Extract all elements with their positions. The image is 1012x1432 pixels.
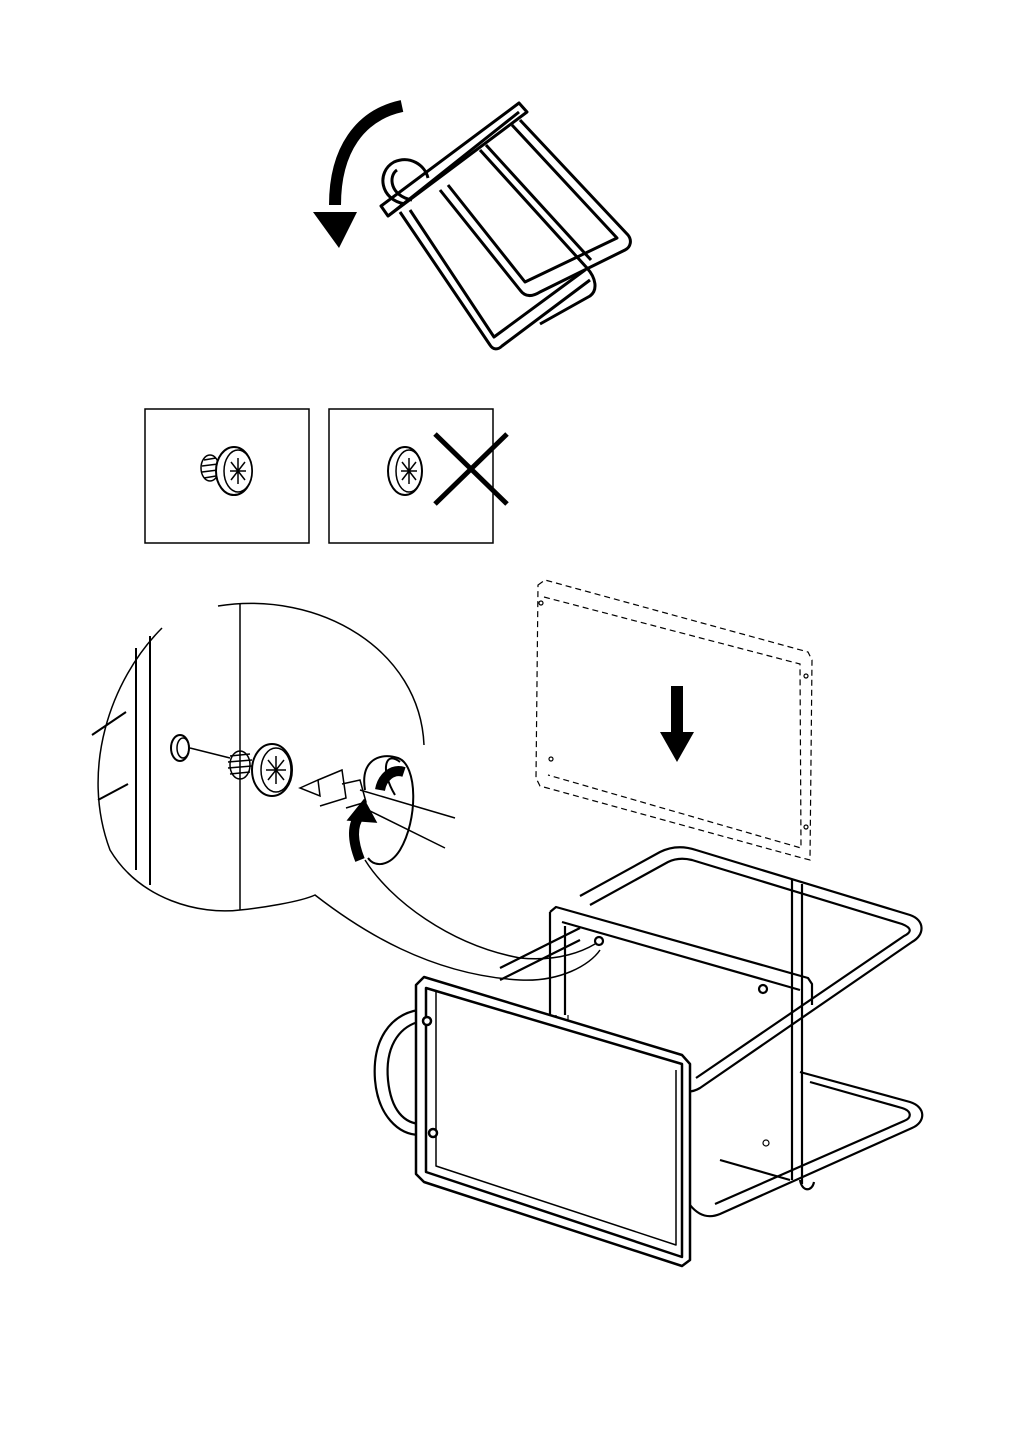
- screw-incorrect-icon: [387, 446, 423, 496]
- rotate-clockwise-icon: [346, 755, 415, 866]
- cross-icon: [433, 432, 509, 506]
- down-arrow-icon: [660, 686, 694, 762]
- screwdriver-bit: [298, 768, 456, 849]
- screw-correct-icon: [200, 446, 253, 496]
- curved-arrow-icon: [313, 100, 404, 248]
- correct-screw-panel: [144, 408, 310, 544]
- detail-callout: [91, 602, 601, 981]
- incorrect-screw-panel: [328, 408, 509, 544]
- chair-frame-tilted: [379, 101, 632, 351]
- screw-icon: [227, 743, 293, 797]
- seat-panel-dashed: [535, 579, 813, 861]
- front-panel: [414, 975, 692, 1268]
- back-panel: [548, 905, 814, 1015]
